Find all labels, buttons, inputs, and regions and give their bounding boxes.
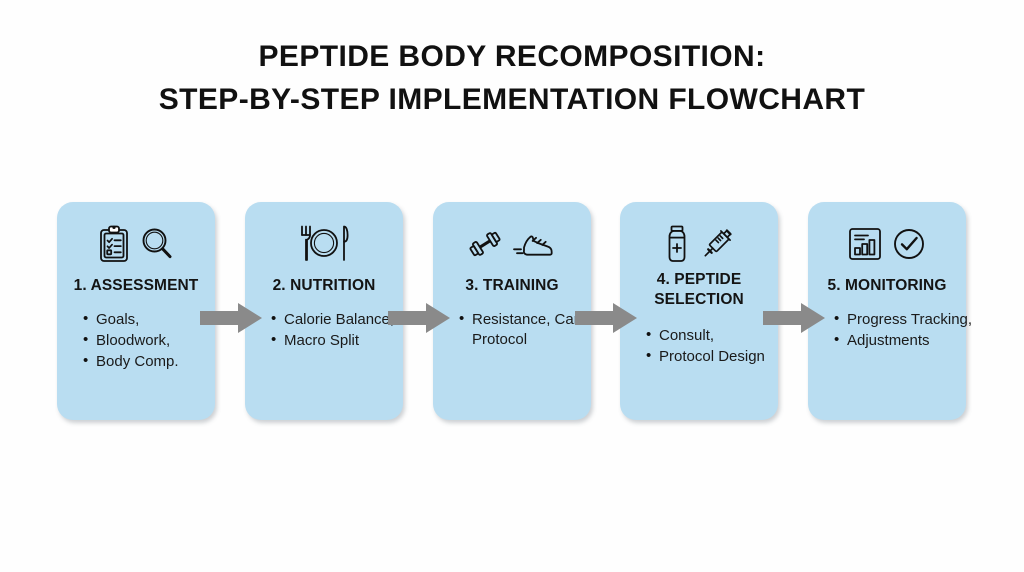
arrow-step4-to-step5 [763, 303, 825, 333]
step-3-bullets: Resistance, Cardio Protocol [445, 309, 599, 351]
dumbbell-icon [468, 227, 502, 261]
list-item: Resistance, Cardio Protocol [459, 309, 599, 350]
syringe-icon [700, 225, 734, 263]
step-2-title: 2. NUTRITION [272, 277, 376, 294]
flow-row: 1. ASSESSMENT Goals, Bloodwork, Body Com… [57, 202, 972, 422]
running-shoe-icon [512, 227, 556, 261]
clipboard-checklist-icon [98, 225, 130, 263]
list-item: Body Comp. [83, 351, 223, 372]
check-circle-icon [892, 227, 926, 261]
step-2-bullets: Calorie Balance, Macro Split [257, 309, 411, 352]
list-item: Calorie Balance, [271, 309, 411, 330]
step-4-title: 4. PEPTIDE SELECTION [620, 270, 778, 310]
step-1-bullets: Goals, Bloodwork, Body Comp. [69, 309, 223, 373]
page-title-line-2: STEP-BY-STEP IMPLEMENTATION FLOWCHART [158, 82, 866, 116]
arrow-step2-to-step3 [388, 303, 450, 333]
step-5-bullets: Progress Tracking, Adjustments [820, 309, 974, 352]
step-card-assessment[interactable]: 1. ASSESSMENT Goals, Bloodwork, Body Com… [57, 202, 215, 420]
bar-chart-icon [848, 227, 882, 261]
step-card-training[interactable]: 3. TRAINING Resistance, Cardio Protocol [433, 202, 599, 420]
step-2-icon-row [245, 220, 403, 268]
fork-plate-knife-icon [294, 224, 354, 264]
step-4-icon-row [620, 220, 778, 268]
arrow-step1-to-step2 [200, 303, 262, 333]
magnifier-icon [140, 226, 174, 262]
page-title-line-1: PEPTIDE BODY RECOMPOSITION: [258, 40, 766, 73]
list-item: Protocol Design [646, 346, 786, 367]
step-3-icon-row [433, 220, 591, 268]
arrow-step3-to-step4 [575, 303, 637, 333]
page-title: PEPTIDE BODY RECOMPOSITION: STEP-BY-STEP… [0, 36, 1024, 121]
list-item: Goals, [83, 309, 223, 330]
step-3-title: 3. TRAINING [465, 277, 559, 294]
step-4-title-line-2: SELECTION [654, 290, 744, 308]
step-card-peptide-selection[interactable]: 4. PEPTIDE SELECTION Consult, Protocol D… [620, 202, 778, 420]
vial-icon [664, 225, 690, 263]
step-1-title: 1. ASSESSMENT [73, 277, 199, 294]
step-5-icon-row [808, 220, 966, 268]
list-item: Consult, [646, 325, 786, 346]
step-card-monitoring[interactable]: 5. MONITORING Progress Tracking, Adjustm… [808, 202, 972, 420]
list-item: Macro Split [271, 330, 411, 351]
list-item: Adjustments [834, 330, 974, 351]
step-4-bullets: Consult, Protocol Design [632, 325, 786, 368]
step-5-title: 5. MONITORING [827, 277, 947, 294]
step-card-nutrition[interactable]: 2. NUTRITION Calorie Balance, Macro Spli… [245, 202, 403, 420]
step-1-icon-row [57, 220, 215, 268]
list-item: Progress Tracking, [834, 309, 974, 330]
step-4-title-line-1: 4. PEPTIDE [656, 271, 742, 288]
list-item: Bloodwork, [83, 330, 223, 351]
